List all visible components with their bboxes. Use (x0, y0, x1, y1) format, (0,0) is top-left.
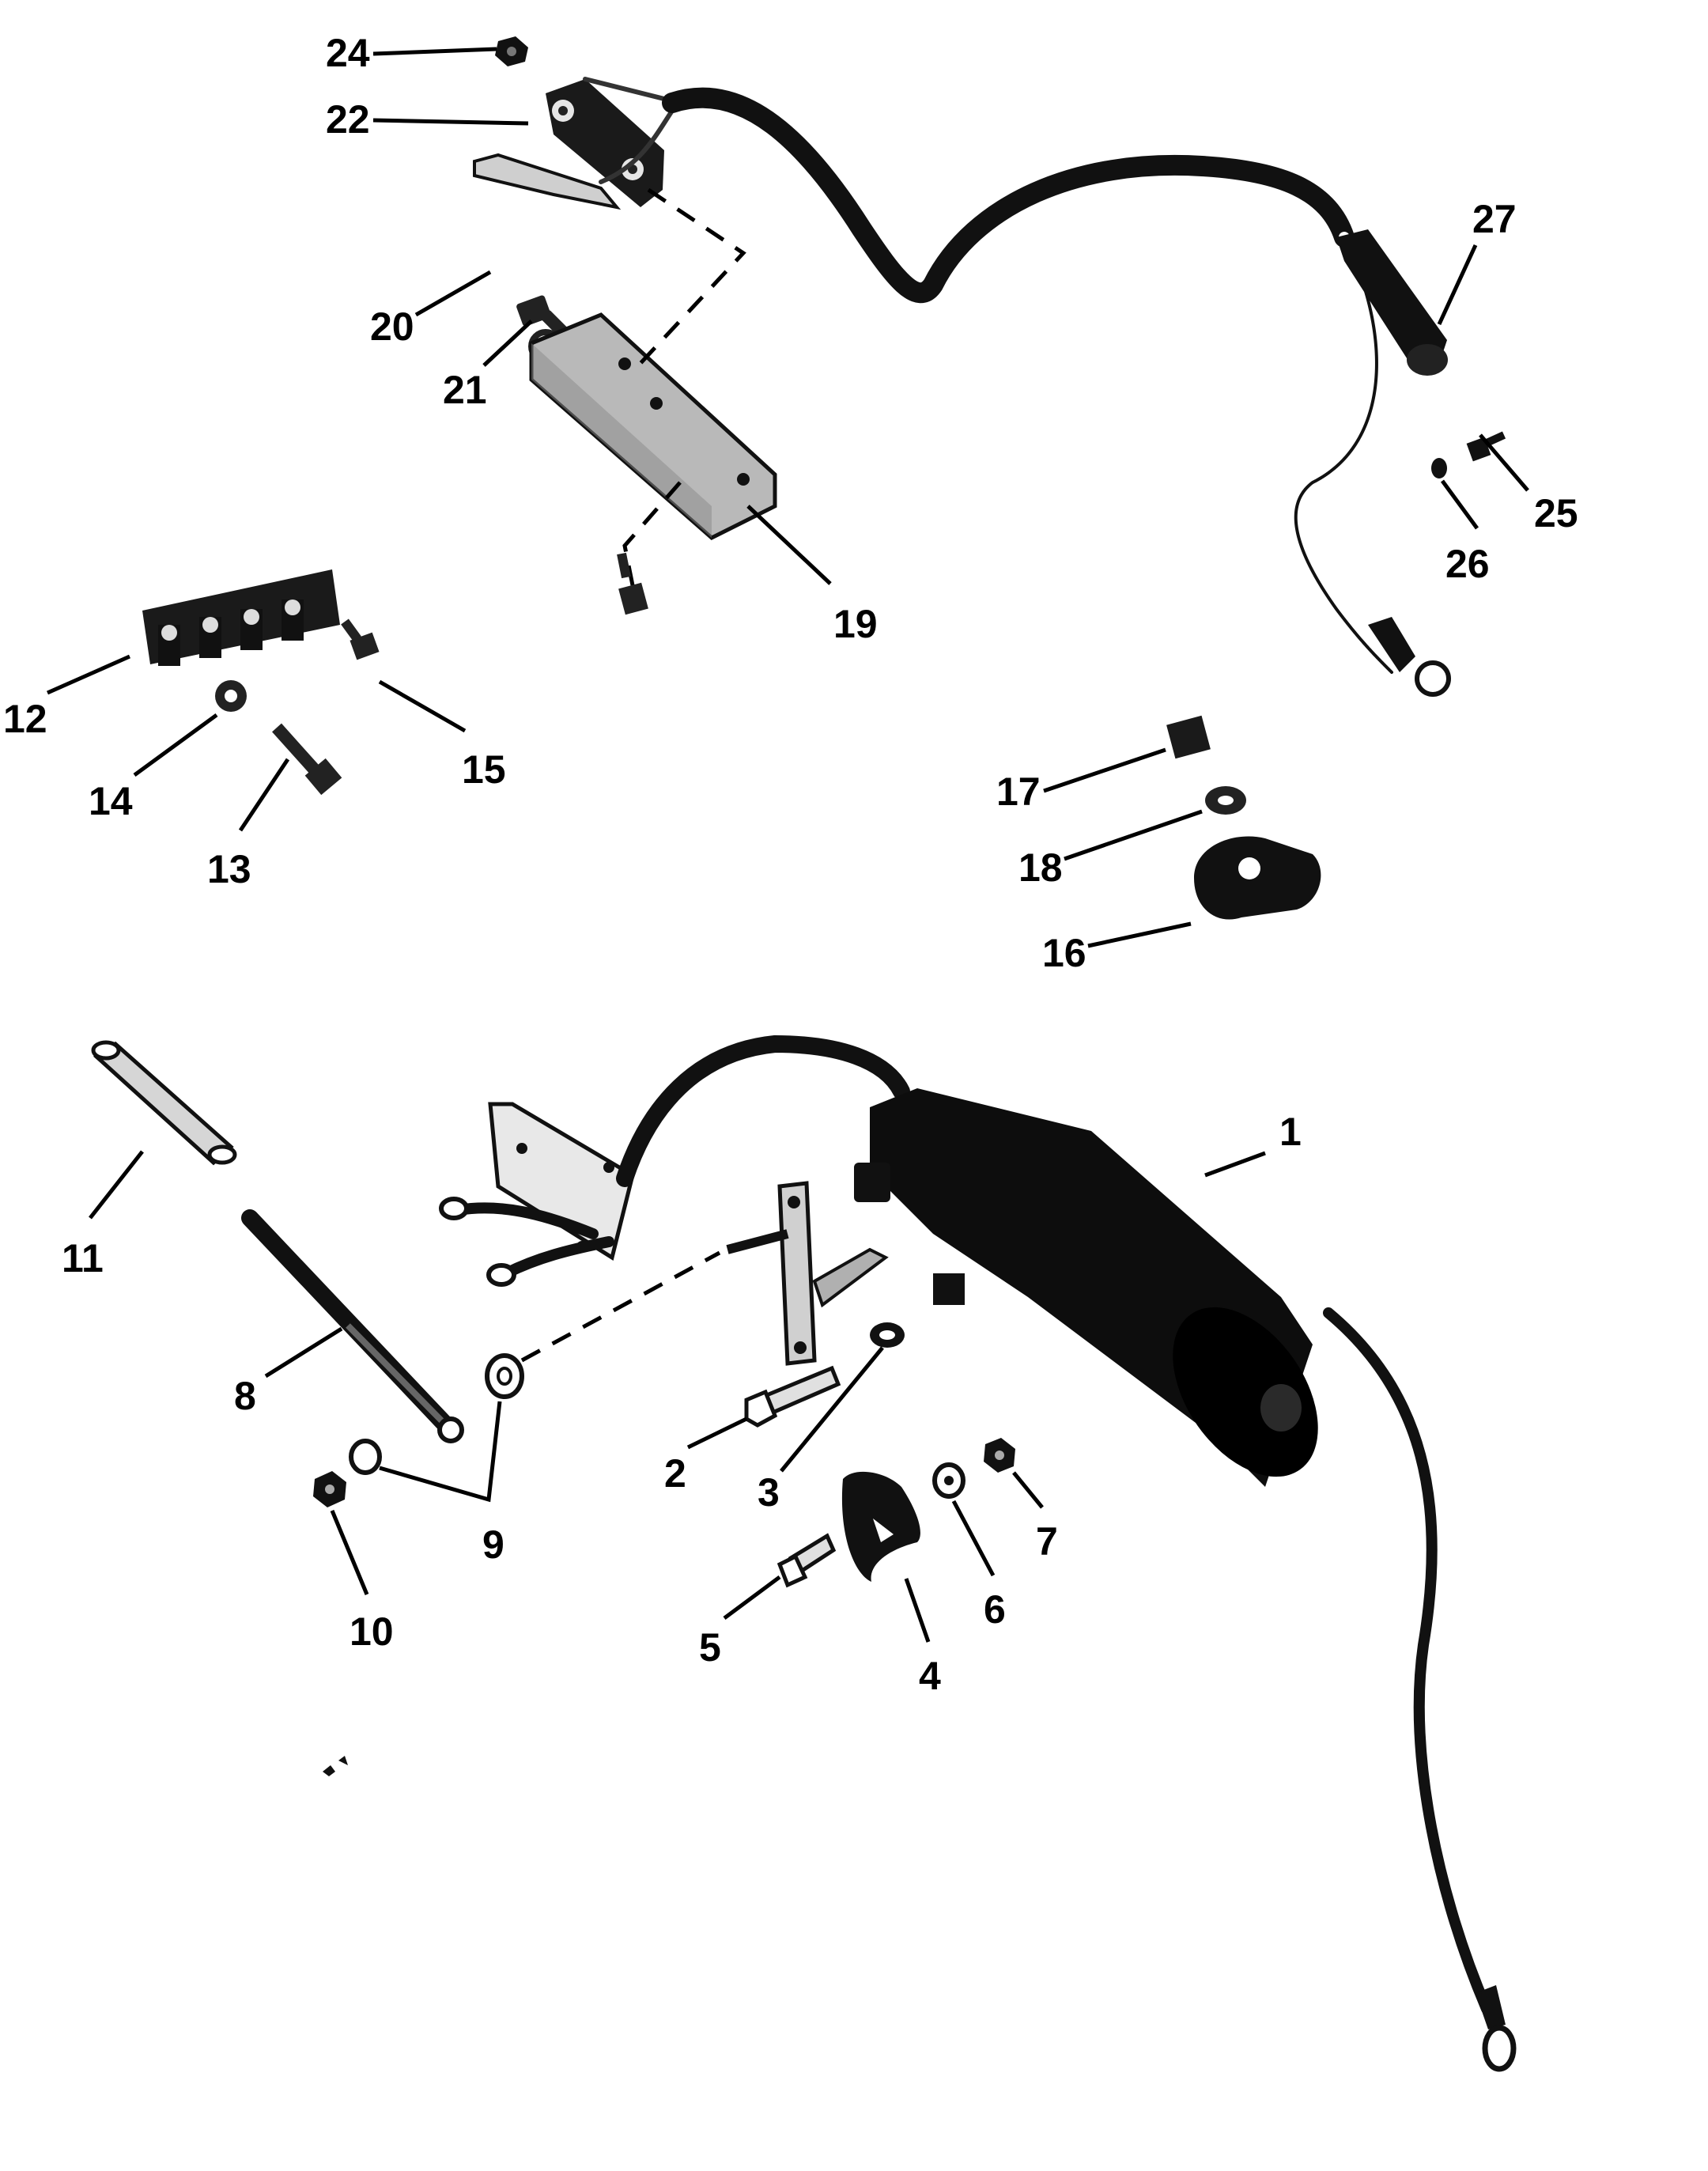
leader-17 (1043, 747, 1166, 793)
leader-22 (372, 118, 529, 126)
callout-19: 19 (833, 602, 878, 646)
callout-26: 26 (1445, 542, 1490, 586)
callout-labels: 24 22 20 21 19 27 25 26 12 14 13 15 17 1… (3, 31, 1578, 1698)
leader-14 (133, 713, 218, 777)
part-27-connector (1336, 229, 1448, 376)
leader-16 (1087, 921, 1192, 948)
part-14-washer (215, 680, 247, 712)
part-26-washer (1431, 458, 1447, 478)
callout-24: 24 (326, 31, 370, 75)
part-7-nut (984, 1438, 1015, 1473)
part-1-motor (854, 1088, 1318, 1487)
leader-5 (723, 1575, 781, 1621)
stray-mark (323, 1756, 348, 1776)
part-15-screw (341, 618, 380, 660)
motor-linkage-arm (726, 1181, 889, 1366)
leader-7 (1012, 1471, 1044, 1509)
callout-27: 27 (1472, 197, 1517, 241)
part-9-washer-upper (485, 1353, 524, 1399)
leader-21 (482, 320, 533, 367)
callout-14: 14 (89, 779, 133, 823)
leader-12 (46, 654, 131, 695)
leader-3 (780, 1346, 884, 1473)
part-24-nut (495, 36, 528, 66)
motor-cable-upper (616, 1035, 910, 1187)
callout-4: 4 (919, 1654, 941, 1698)
leader-10 (330, 1510, 369, 1595)
callout-1: 1 (1279, 1110, 1302, 1154)
callout-20: 20 (370, 304, 414, 349)
callout-16: 16 (1042, 931, 1086, 975)
callout-17: 17 (996, 770, 1041, 814)
callout-13: 13 (207, 847, 251, 891)
leader-15 (378, 679, 467, 733)
leader-20 (414, 270, 492, 317)
callout-5: 5 (699, 1625, 721, 1670)
callout-15: 15 (462, 747, 506, 792)
part-16-clamp (1194, 836, 1321, 920)
callout-25: 25 (1534, 491, 1578, 535)
part-5-bolt (777, 1533, 837, 1588)
part-11-pin (91, 1040, 237, 1166)
part-20-screw (516, 295, 568, 337)
leader-24 (372, 47, 497, 56)
callout-12: 12 (3, 697, 47, 741)
leader-1 (1204, 1151, 1266, 1178)
callout-10: 10 (350, 1609, 394, 1654)
leader-27 (1437, 244, 1478, 326)
part-6-washer (932, 1462, 965, 1499)
part-18-washer (1205, 786, 1246, 815)
callout-3: 3 (758, 1470, 780, 1515)
motor-ground-cable (1323, 1307, 1517, 2072)
part-17-bolt (1166, 715, 1211, 759)
leader-19 (746, 505, 832, 585)
leader-8 (264, 1326, 343, 1379)
dash-line-linkage (520, 1250, 721, 1363)
wire-harness (662, 87, 1402, 678)
callout-22: 22 (326, 97, 370, 142)
callout-6: 6 (984, 1587, 1006, 1632)
bracket-screw (617, 552, 648, 615)
ring-terminal-harness (1368, 617, 1451, 697)
leader-11 (89, 1150, 144, 1220)
part-22-switch (473, 77, 682, 210)
leader-4 (904, 1578, 931, 1643)
callout-2: 2 (664, 1451, 686, 1496)
part-4-cam (841, 1471, 920, 1582)
callout-11: 11 (62, 1236, 104, 1280)
motor-terminal-plate (439, 1102, 635, 1287)
callout-7: 7 (1036, 1519, 1058, 1564)
part-2-bolt (744, 1365, 841, 1428)
leader-lines (46, 47, 1529, 1643)
leader-6 (951, 1500, 996, 1577)
leader-18 (1064, 809, 1203, 861)
part-9-washer-lower (349, 1439, 382, 1475)
part-8-rod (241, 1209, 464, 1443)
part-13-bolt (272, 723, 342, 796)
callout-21: 21 (443, 368, 487, 412)
callout-8: 8 (234, 1374, 256, 1418)
part-19-bracket (529, 312, 777, 540)
leader-25 (1479, 433, 1529, 492)
part-3-washer (870, 1322, 905, 1348)
part-12-terminal-block (142, 569, 340, 666)
leader-13 (238, 758, 290, 832)
leader-2 (686, 1416, 748, 1450)
callout-18: 18 (1018, 845, 1063, 890)
leader-9 (379, 1401, 502, 1503)
dash-line-bracket-top (631, 187, 746, 373)
part-10-nut (313, 1471, 346, 1507)
callout-9: 9 (482, 1522, 504, 1567)
leader-26 (1440, 479, 1479, 530)
